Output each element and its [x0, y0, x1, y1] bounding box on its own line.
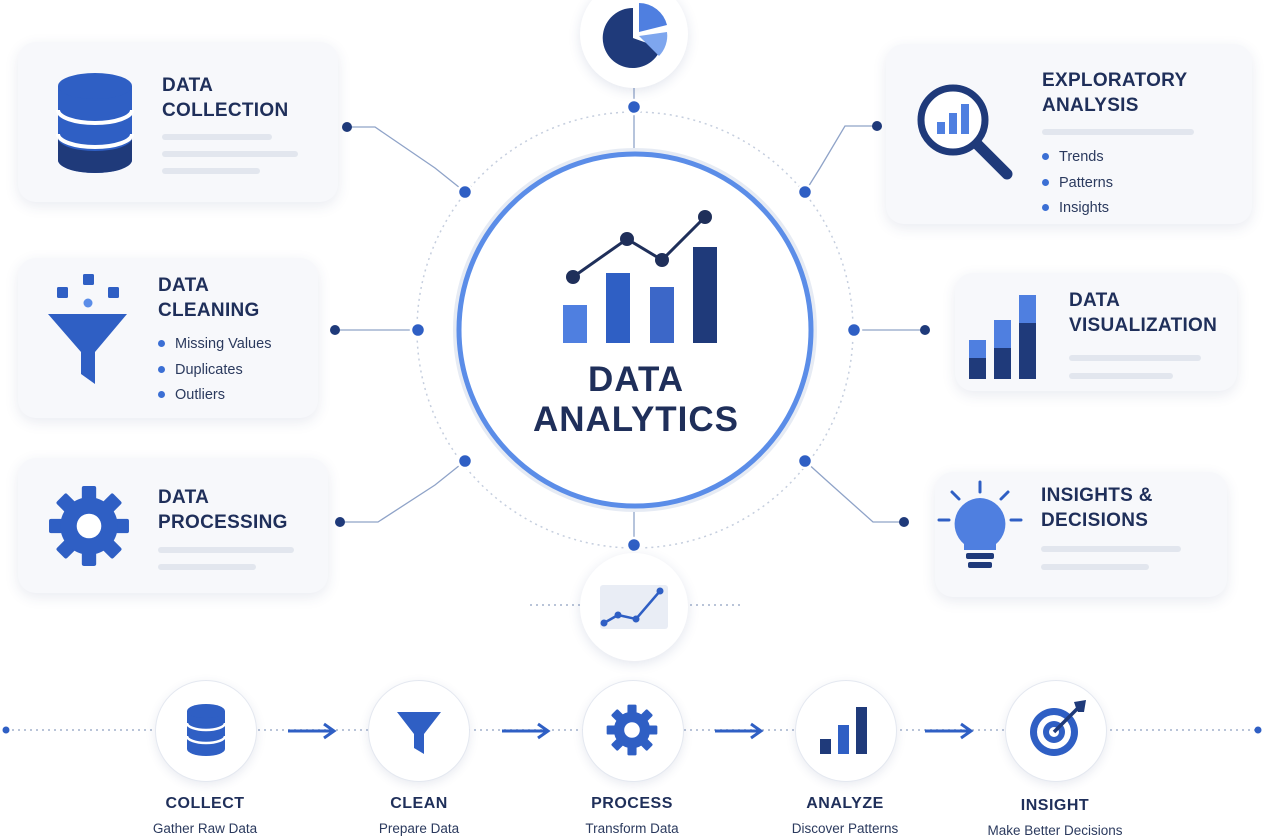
hub-chart-icon: [563, 210, 717, 343]
placeholder-line: [1041, 564, 1149, 570]
data-collection-title: DATA COLLECTION: [162, 75, 289, 121]
hub-title-line2: ANALYTICS: [532, 400, 740, 439]
step-insight: [1005, 680, 1107, 782]
lightbulb-icon: [937, 480, 1023, 568]
step-analyze-sub: Discover Patterns: [791, 821, 899, 836]
exploratory-analysis-bullets: Trends Patterns Insights: [1042, 147, 1113, 224]
step-clean-sub: Prepare Data: [378, 821, 460, 836]
arrow-right-icon: [502, 722, 551, 740]
hub-title-line1: DATA: [587, 360, 684, 399]
placeholder-line: [162, 168, 260, 174]
arrow-right-icon: [925, 722, 974, 740]
funnel-icon: [48, 274, 127, 384]
data-cleaning-card: [18, 258, 318, 418]
bullet-item: Insights: [1042, 198, 1113, 224]
step-collect: [155, 680, 257, 782]
step-insight-sub: Make Better Decisions: [987, 823, 1123, 838]
placeholder-line: [158, 564, 256, 570]
line-chart-icon: [600, 585, 668, 629]
exploratory-analysis-title: EXPLORATORY ANALYSIS: [1042, 70, 1188, 116]
step-process-sub: Transform Data: [585, 821, 679, 836]
placeholder-line: [1069, 373, 1173, 379]
data-processing-title: DATA PROCESSING: [158, 487, 288, 533]
bullet-item: Patterns: [1042, 173, 1113, 199]
step-insight-label: INSIGHT: [1020, 797, 1090, 814]
bullet-item: Missing Values: [158, 334, 271, 360]
target-icon: [1030, 700, 1086, 756]
insights-decisions-title: INSIGHTS & DECISIONS: [1041, 485, 1153, 531]
arrow-right-icon: [288, 722, 337, 740]
placeholder-line: [158, 547, 294, 553]
placeholder-line: [1041, 546, 1181, 552]
step-bar-chart-icon: [820, 707, 867, 754]
placeholder-line: [1042, 129, 1194, 135]
arrow-right-icon: [715, 722, 764, 740]
step-collect-label: COLLECT: [165, 795, 245, 812]
placeholder-line: [162, 134, 272, 140]
bullet-item: Trends: [1042, 147, 1113, 173]
data-cleaning-title: DATA CLEANING: [158, 275, 260, 321]
step-database-icon: [185, 704, 227, 756]
placeholder-line: [162, 151, 298, 157]
magnifier-icon: [917, 84, 1013, 180]
step-analyze-label: ANALYZE: [806, 795, 884, 812]
step-collect-sub: Gather Raw Data: [152, 821, 258, 836]
database-icon: [56, 73, 134, 173]
bullet-item: Duplicates: [158, 360, 271, 386]
data-visualization-title: DATA VISUALIZATION: [1069, 290, 1218, 336]
step-gear-icon: [606, 704, 658, 756]
step-clean-label: CLEAN: [390, 795, 448, 812]
data-cleaning-bullets: Missing Values Duplicates Outliers: [158, 334, 271, 411]
gear-icon: [49, 486, 129, 566]
bar-chart-icon: [969, 295, 1036, 379]
bullet-item: Outliers: [158, 385, 271, 411]
placeholder-line: [1069, 355, 1201, 361]
step-funnel-icon: [397, 712, 441, 754]
step-process-label: PROCESS: [591, 795, 673, 812]
pie-chart-icon: [602, 3, 668, 68]
